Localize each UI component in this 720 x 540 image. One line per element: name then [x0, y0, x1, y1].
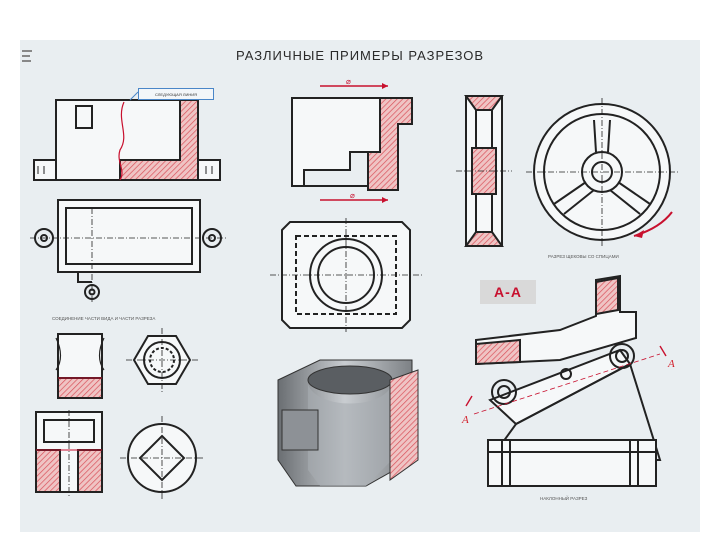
- stamp-top-left: [22, 50, 32, 62]
- cut-mark-right: А: [668, 358, 675, 370]
- drawing-plan-view: [30, 199, 226, 304]
- callout-label: СЛЕДУЮЩАЯ ЛИНИЯ: [138, 88, 214, 100]
- caption-wheel-section: РАЗРЕЗ ЩЕКОВЫ СО СПИЦАМИ: [548, 254, 619, 259]
- page-title: РАЗЛИЧНЫЕ ПРИМЕРЫ РАЗРЕЗОВ: [235, 48, 485, 63]
- caption-view-section: СОЕДИНЕНИЕ ЧАСТИ ВИДА И ЧАСТИ РАЗРЕЗА: [52, 316, 156, 321]
- drawing-pulley-section: [456, 95, 512, 247]
- drawing-inclined-section: [465, 274, 667, 487]
- drawing-stepped-section: [291, 83, 413, 203]
- drawing-hex-nut: [120, 328, 204, 500]
- drawing-square-flange: [270, 218, 422, 332]
- dim-top-label: ⌀: [346, 77, 351, 86]
- drawing-poster: ⌀ ⌀: [20, 40, 700, 532]
- drawing-housing-section: [33, 91, 221, 181]
- section-badge: А-А: [480, 280, 536, 304]
- technical-drawings: ⌀ ⌀: [22, 50, 678, 500]
- cut-mark-left: А: [462, 414, 469, 426]
- drawing-spoked-wheel: [526, 98, 678, 246]
- section-badge-text: А-А: [494, 284, 522, 300]
- dim-bottom-label: ⌀: [350, 191, 355, 200]
- drawing-shaft-views: [35, 333, 105, 496]
- drawing-3d-cutaway: [277, 359, 419, 487]
- caption-inclined-section: НАКЛОННЫЙ РАЗРЕЗ: [540, 496, 588, 501]
